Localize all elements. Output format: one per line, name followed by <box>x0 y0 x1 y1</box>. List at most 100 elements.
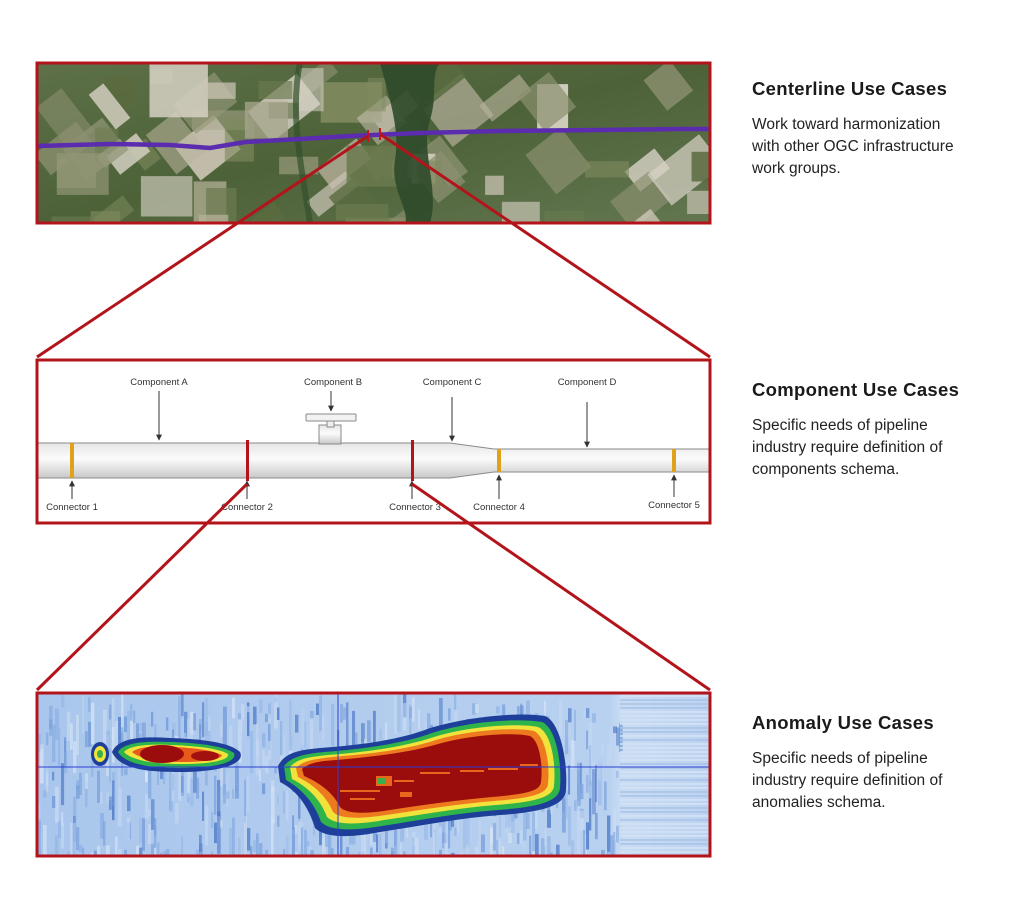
heat-streak <box>181 836 184 855</box>
heat-stripe <box>620 727 710 729</box>
field-parcel <box>544 210 584 223</box>
heat-streak <box>607 851 610 856</box>
heat-streak <box>82 695 85 734</box>
heat-streak <box>262 749 265 769</box>
heat-stripe <box>620 831 710 833</box>
heat-streak <box>169 801 173 812</box>
heat-streak <box>478 841 481 856</box>
heat-streak <box>526 700 530 719</box>
heat-streak <box>229 725 233 752</box>
heat-streak <box>211 851 214 856</box>
heat-streak <box>529 835 532 856</box>
heat-streak <box>556 800 559 809</box>
heat-streak <box>145 793 149 819</box>
heat-streak <box>202 702 205 738</box>
heat-streak <box>616 771 619 778</box>
field-parcel <box>244 101 288 139</box>
heat-stripe <box>620 779 710 781</box>
heat-streak <box>268 703 272 714</box>
heat-streak <box>358 852 361 856</box>
heat-streak <box>559 700 563 736</box>
heat-streak <box>136 845 140 856</box>
heat-streak <box>208 716 211 749</box>
heat-streak <box>88 721 92 747</box>
heat-streak <box>391 847 394 856</box>
anomaly-heatmap <box>37 693 710 856</box>
heat-streak <box>589 798 592 831</box>
heat-streak <box>328 822 332 856</box>
heat-streak <box>601 855 605 856</box>
heat-streak <box>331 703 335 747</box>
heat-streak <box>490 828 494 844</box>
heat-streak <box>151 799 155 830</box>
heat-streak <box>106 845 110 856</box>
component-line-2: industry require definition of <box>752 439 943 456</box>
heat-streak <box>565 721 569 736</box>
heat-streak <box>73 741 77 774</box>
field-parcel <box>56 153 109 195</box>
heat-streak <box>85 773 89 789</box>
heat-streak <box>112 762 116 807</box>
heat-streak <box>277 707 280 720</box>
heat-streak <box>76 827 80 851</box>
heat-streak <box>163 850 167 856</box>
heat-streak <box>394 829 397 846</box>
heat-streak <box>532 811 536 852</box>
heat-streak <box>103 709 107 753</box>
heat-streak <box>577 762 581 806</box>
connector-1-label: Connector 1 <box>46 502 98 513</box>
heat-streak <box>85 781 88 808</box>
component-a-label: Component A <box>130 377 188 388</box>
heat-streak <box>523 809 527 841</box>
heat-streak <box>535 834 539 856</box>
component-c-label: Component C <box>423 377 482 388</box>
heat-streak <box>124 716 128 733</box>
field-parcel <box>258 81 293 100</box>
heat-streak <box>304 829 307 856</box>
heat-streak <box>52 771 55 781</box>
heat-streak <box>601 849 605 856</box>
heat-streak <box>430 820 433 838</box>
heat-streak <box>595 765 598 803</box>
component-frame <box>35 358 712 525</box>
heat-streak <box>73 833 76 856</box>
heat-stripe <box>620 763 710 765</box>
heat-streak <box>481 834 485 853</box>
heat-streak <box>118 716 122 747</box>
heat-streak <box>268 723 271 750</box>
heat-streak <box>292 835 295 856</box>
heat-streak <box>40 749 44 784</box>
heat-streak <box>412 697 415 722</box>
heat-streak <box>205 805 209 846</box>
heat-streak <box>583 710 587 717</box>
component-description: Specific needs of pipeline industry requ… <box>752 415 1014 481</box>
heat-streak <box>292 815 295 829</box>
heat-stripe <box>620 699 710 701</box>
heat-stripe <box>620 811 710 813</box>
heat-streak <box>409 704 412 735</box>
heat-streak <box>274 694 278 731</box>
heat-streak <box>475 704 479 713</box>
heat-streak <box>127 710 131 748</box>
heat-streak <box>616 825 619 844</box>
heat-stripe <box>620 839 710 841</box>
heat-streak <box>607 815 611 852</box>
heat-streak <box>220 819 223 828</box>
heat-streak <box>613 726 617 734</box>
heat-streak <box>181 693 184 717</box>
anomaly-line-1: Specific needs of pipeline <box>752 750 928 767</box>
heat-stripe <box>620 835 710 837</box>
heat-streak <box>79 772 82 796</box>
heat-streak <box>283 791 286 814</box>
satellite-image <box>37 63 710 223</box>
heat-streak <box>457 818 460 834</box>
field-parcel <box>687 190 710 214</box>
heat-streak <box>418 709 421 730</box>
heat-streak <box>439 698 443 730</box>
heat-streak <box>283 849 286 856</box>
heat-streak <box>259 699 263 714</box>
heat-streak <box>58 727 61 766</box>
heat-streak <box>178 696 181 742</box>
heat-streak <box>220 753 224 787</box>
